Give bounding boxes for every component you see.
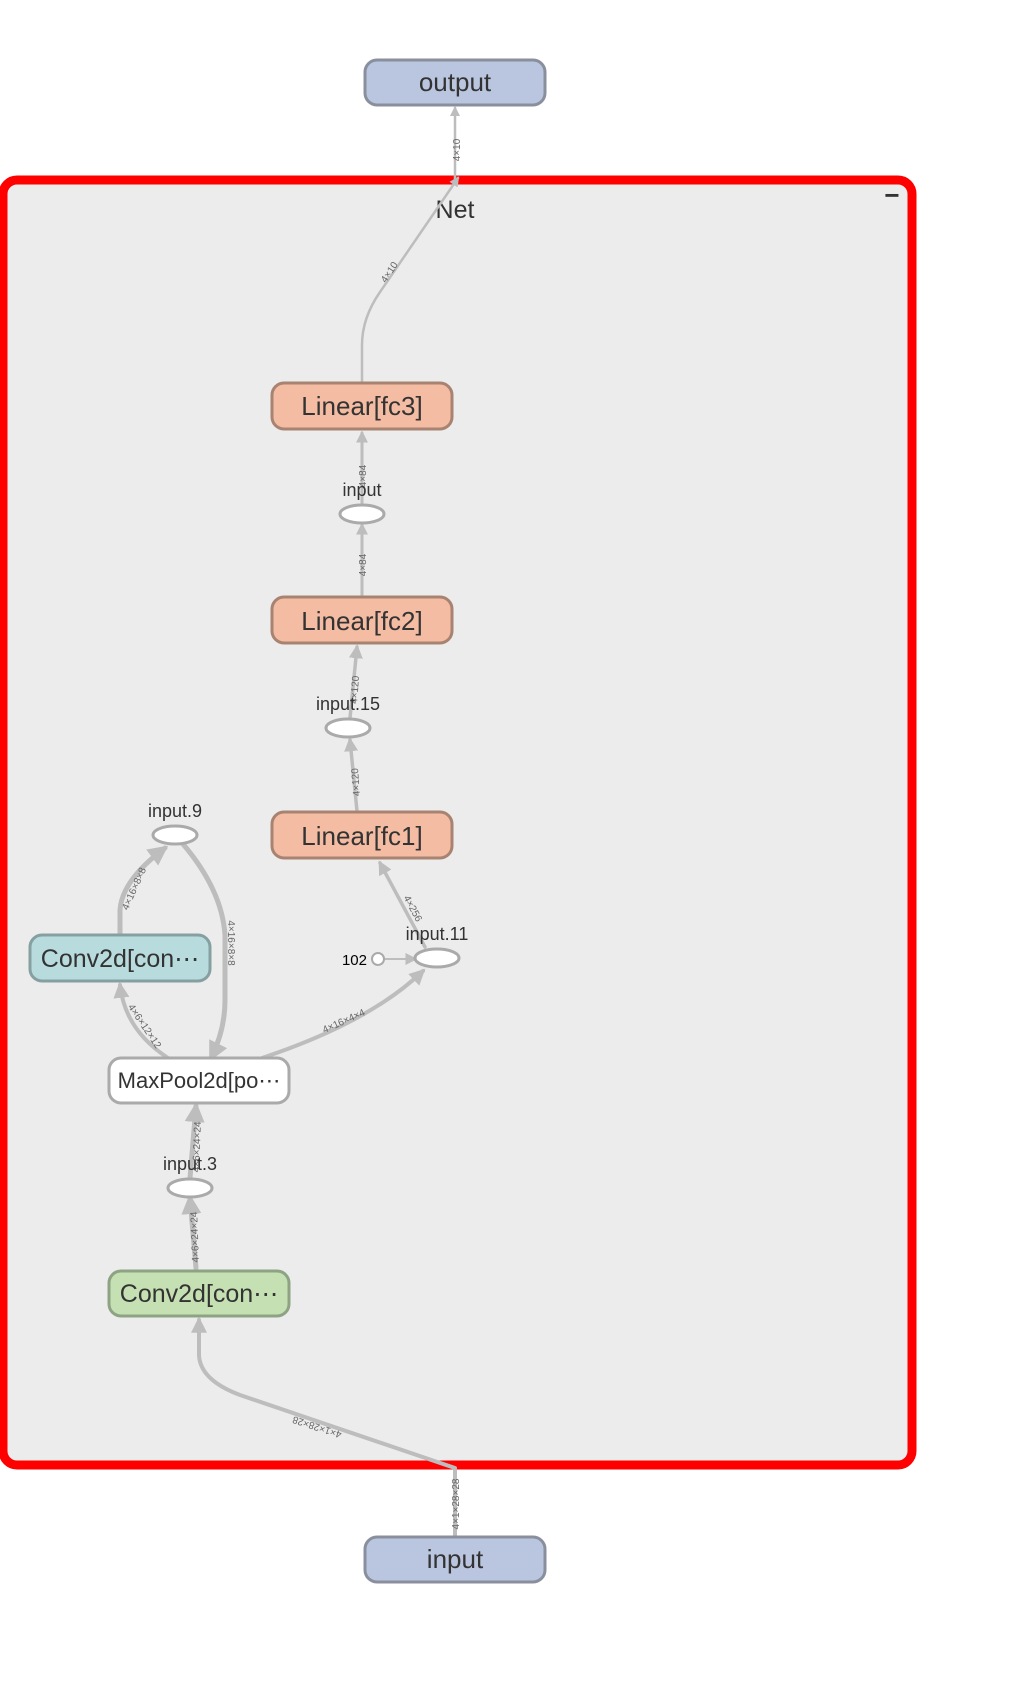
edge-label-external-input: 4×1×28×28 bbox=[451, 1478, 462, 1529]
node-maxpool2d-label: MaxPool2d[po⋯ bbox=[118, 1068, 281, 1093]
node-conv2d-1-label: Conv2d[con⋯ bbox=[120, 1280, 278, 1308]
op-node-input15[interactable]: input.15 bbox=[316, 694, 380, 739]
node-conv2d-2-label: Conv2d[con⋯ bbox=[41, 945, 199, 973]
op-node-input15-label: input.15 bbox=[316, 694, 380, 714]
node-maxpool2d[interactable]: MaxPool2d[po⋯ bbox=[107, 1056, 291, 1105]
op-node-input11[interactable]: input.11 bbox=[406, 924, 469, 969]
edge-pool-to-conv2 bbox=[113, 981, 170, 1060]
edge-conv1-to-input3 bbox=[181, 1194, 202, 1271]
node-linear-fc3[interactable]: Linear[fc3] bbox=[270, 381, 454, 431]
edge-input-to-conv1 bbox=[191, 1316, 457, 1470]
node-linear-fc2-label: Linear[fc2] bbox=[301, 606, 422, 636]
edge-label-input15-to-fc2: 4×120 bbox=[349, 675, 362, 704]
node-conv2d-2[interactable]: Conv2d[con⋯ bbox=[28, 933, 212, 983]
node-input[interactable]: input bbox=[363, 1535, 547, 1584]
edge-label-input-to-fc3: 4×84 bbox=[358, 464, 369, 487]
node-linear-fc1[interactable]: Linear[fc1] bbox=[270, 810, 454, 860]
const-node-102[interactable]: 102 bbox=[342, 952, 385, 969]
edge-label-conv1-to-input3: 4×6×24×24 bbox=[189, 1211, 202, 1263]
node-linear-fc2[interactable]: Linear[fc2] bbox=[270, 595, 454, 645]
node-conv2d-1[interactable]: Conv2d[con⋯ bbox=[107, 1269, 291, 1318]
op-node-input3[interactable]: input.3 bbox=[163, 1154, 217, 1199]
edge-input11-to-fc1 bbox=[378, 860, 427, 949]
edge-fc3-to-net bbox=[360, 176, 460, 385]
op-node-input9-label: input.9 bbox=[148, 801, 202, 821]
node-output[interactable]: output bbox=[363, 58, 547, 107]
op-node-input9[interactable]: input.9 bbox=[148, 801, 202, 846]
edge-label-fc2-to-input: 4×84 bbox=[358, 553, 369, 576]
op-node-input-label: input bbox=[342, 480, 381, 500]
edge-input9-to-pool bbox=[180, 841, 228, 1062]
op-node-input3-label: input.3 bbox=[163, 1154, 217, 1174]
edge-label-input3-to-pool: 4×6×24×24 bbox=[191, 1121, 204, 1173]
node-output-label: output bbox=[419, 67, 492, 97]
edge-label-fc1-to-input15: 4×120 bbox=[350, 767, 363, 796]
collapse-icon[interactable]: − bbox=[884, 180, 899, 210]
edge-fc1-to-input15 bbox=[344, 737, 359, 813]
node-input-label: input bbox=[427, 1544, 484, 1574]
edge-conv2-to-input9 bbox=[117, 845, 169, 938]
node-linear-fc3-label: Linear[fc3] bbox=[301, 391, 422, 421]
node-linear-fc1-label: Linear[fc1] bbox=[301, 821, 422, 851]
edge-label-net-to-output: 4×10 bbox=[452, 138, 463, 161]
edge-input3-to-pool bbox=[184, 1102, 205, 1181]
edge-pool-to-input11 bbox=[260, 968, 426, 1060]
nodes: output Linear[fc3] input Linear[fc2] inp… bbox=[28, 58, 547, 1584]
op-node-input[interactable]: input bbox=[338, 480, 386, 525]
op-node-input11-label: input.11 bbox=[406, 924, 469, 944]
const-node-102-label: 102 bbox=[342, 952, 367, 969]
edge-input15-to-fc2 bbox=[348, 644, 363, 720]
edge-label-input9-to-pool: 4×16×8×8 bbox=[225, 920, 236, 966]
